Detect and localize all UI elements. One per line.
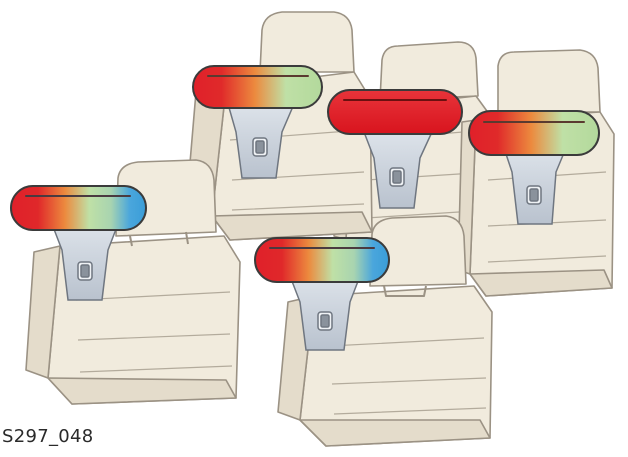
indicator-front-left <box>193 66 322 108</box>
indicator-rear-left <box>11 186 146 230</box>
indicator-front-middle <box>328 90 462 134</box>
indicator-front-right <box>469 111 599 155</box>
indicator-rear-right <box>255 238 389 282</box>
figure-code: S297_048 <box>2 426 94 447</box>
